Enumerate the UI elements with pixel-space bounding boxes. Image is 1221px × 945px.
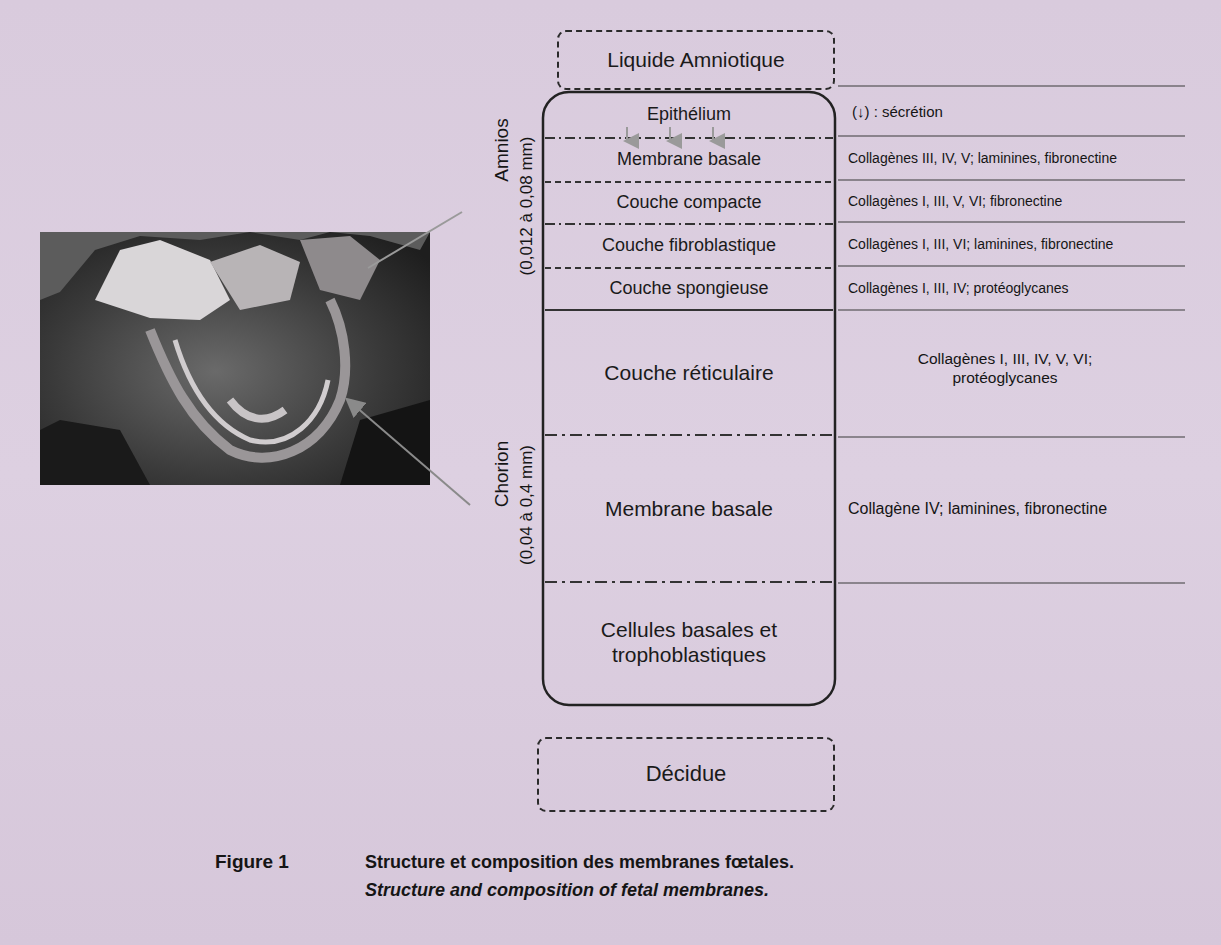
composition-cell-holder: Collagènes I, III, IV, V, VI; protéoglyc… xyxy=(890,350,1120,387)
composition-cell: Collagènes I, III, V, VI; fibronectine xyxy=(848,193,1062,209)
thickness-label-holder: (0,012 à 0,08 mm) xyxy=(516,101,538,311)
figure-number: Figure 1 xyxy=(215,851,289,872)
layer-band: Couche fibroblastique xyxy=(543,224,835,268)
composition-cell: Collagènes I, III, IV; protéoglycanes xyxy=(848,280,1069,296)
layer-name: Décidue xyxy=(646,761,727,787)
layer-name: Cellules basales et trophoblastiques xyxy=(555,617,823,667)
layer-name: Liquide Amniotique xyxy=(607,47,784,72)
composition-cell-holder: Collagène IV; laminines, fibronectine xyxy=(848,499,1107,518)
section-label: Chorion xyxy=(491,441,514,508)
caption-holder: Structure et composition des membranes f… xyxy=(365,852,794,874)
layer-name: Couche compacte xyxy=(616,192,761,214)
decidua-box: Décidue xyxy=(537,737,835,812)
layer-name: Couche spongieuse xyxy=(609,278,768,300)
table-rules xyxy=(838,86,1185,583)
layer-band: Membrane basale xyxy=(543,138,835,182)
composition-cell-holder: Collagènes III, IV, V; laminines, fibron… xyxy=(848,149,1117,167)
thickness-label: (0,04 à 0,4 mm) xyxy=(517,445,537,565)
secretion-arrows xyxy=(627,127,713,141)
composition-cell-holder: Collagènes I, III, IV; protéoglycanes xyxy=(848,279,1069,297)
amniotic-fluid-box: Liquide Amniotique xyxy=(557,30,835,90)
composition-cell: Collagènes I, III, IV, V, VI; protéoglyc… xyxy=(918,350,1093,386)
layer-band: Cellules basales et trophoblastiques xyxy=(543,582,835,702)
layer-name: Membrane basale xyxy=(605,496,773,521)
thickness-label-holder: (0,04 à 0,4 mm) xyxy=(516,400,538,610)
membrane-outline xyxy=(543,92,835,705)
layer-band: Epithélium xyxy=(543,92,835,138)
layer-name: Couche fibroblastique xyxy=(602,235,776,257)
composition-cell: Collagènes I, III, VI; laminines, fibron… xyxy=(848,236,1113,252)
layer-name: Membrane basale xyxy=(617,149,761,171)
caption-english-holder: Structure and composition of fetal membr… xyxy=(365,880,769,902)
caption: Structure et composition des membranes f… xyxy=(365,852,794,872)
layer-band: Couche compacte xyxy=(543,182,835,224)
layer-name: Epithélium xyxy=(647,104,731,126)
leader-line xyxy=(368,212,462,268)
layer-band: Membrane basale xyxy=(543,435,835,582)
figure-number-holder: Figure 1 xyxy=(215,851,289,874)
layer-band: Couche réticulaire xyxy=(543,310,835,435)
membrane-photo xyxy=(40,232,430,485)
legend-note: (↓) : sécrétion xyxy=(852,103,943,120)
composition-cell: Collagène IV; laminines, fibronectine xyxy=(848,500,1107,517)
composition-cell: Collagènes III, IV, V; laminines, fibron… xyxy=(848,150,1117,166)
caption-english: Structure and composition of fetal membr… xyxy=(365,880,769,900)
section-label: Amnios xyxy=(491,118,514,181)
composition-cell-holder: Collagènes I, III, VI; laminines, fibron… xyxy=(848,235,1113,253)
section-label-holder: Amnios xyxy=(491,85,515,215)
section-label-holder: Chorion xyxy=(491,409,515,539)
leader-arrow xyxy=(348,400,470,505)
layer-name: Couche réticulaire xyxy=(604,360,773,385)
legend-note-holder: (↓) : sécrétion xyxy=(852,103,943,121)
layer-band: Couche spongieuse xyxy=(543,268,835,310)
layer-dividers xyxy=(545,138,833,582)
thickness-label: (0,012 à 0,08 mm) xyxy=(517,137,537,276)
composition-cell-holder: Collagènes I, III, V, VI; fibronectine xyxy=(848,192,1062,210)
